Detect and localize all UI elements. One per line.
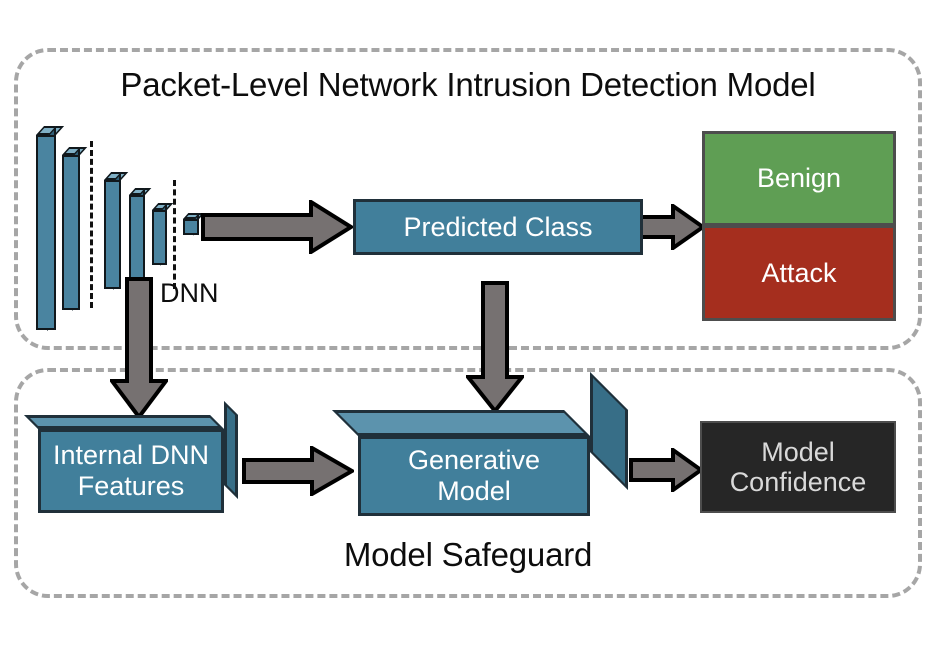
box-front-face: Internal DNN Features xyxy=(38,429,224,513)
bar-front-face xyxy=(62,155,80,310)
bar-front-face xyxy=(152,210,167,265)
bar-front-face xyxy=(36,135,56,330)
dnn-layer-bar-5 xyxy=(152,203,174,266)
node-predicted-class[interactable]: Predicted Class xyxy=(353,199,643,255)
node-model-confidence[interactable]: Model Confidence xyxy=(700,421,896,513)
node-internal-dnn-features[interactable]: Internal DNN Features xyxy=(24,401,238,513)
panel-detection-model xyxy=(14,48,922,350)
dnn-layer-bar-3 xyxy=(104,172,129,290)
arrow-internal-features-to-generative-model xyxy=(242,446,354,496)
generative-model-line-2: Model xyxy=(437,476,511,506)
node-generative-model[interactable]: Generative Model xyxy=(332,372,628,516)
model-confidence-line-2: Confidence xyxy=(729,467,867,497)
bar-front-face xyxy=(104,180,121,289)
arrow-predicted-class-to-generative-model xyxy=(466,281,524,413)
internal-features-line-1: Internal DNN xyxy=(52,439,210,470)
dnn-layer-bar-1 xyxy=(36,126,65,331)
generative-model-line-1: Generative xyxy=(407,444,541,475)
panel-bottom-title: Model Safeguard xyxy=(343,536,593,573)
box-front-face: Generative Model xyxy=(358,436,590,516)
box-right-face xyxy=(224,401,238,499)
panel-model-safeguard xyxy=(14,368,922,598)
dnn-label: DNN xyxy=(160,278,219,308)
dnn-layer-bar-6 xyxy=(183,213,205,236)
box-top-face xyxy=(24,415,224,429)
dnn-separator-left xyxy=(90,141,93,308)
model-confidence-line-1: Model xyxy=(761,436,835,467)
arrow-dnn-to-predicted-class xyxy=(201,200,353,254)
box-top-face xyxy=(332,410,590,436)
dnn-separator-right xyxy=(173,180,176,289)
node-benign[interactable]: Benign xyxy=(702,131,896,226)
dnn-layer-bar-2 xyxy=(62,147,88,311)
arrow-generative-model-to-model-confidence xyxy=(629,448,703,492)
bar-front-face xyxy=(183,219,199,235)
node-attack[interactable]: Attack xyxy=(702,226,896,321)
bar-front-face xyxy=(129,195,145,279)
panel-top-title: Packet-Level Network Intrusion Detection… xyxy=(120,66,816,103)
dnn-layer-bar-4 xyxy=(129,188,152,280)
arrow-dnn-to-internal-features xyxy=(110,277,168,419)
internal-features-line-2: Features xyxy=(77,471,185,501)
